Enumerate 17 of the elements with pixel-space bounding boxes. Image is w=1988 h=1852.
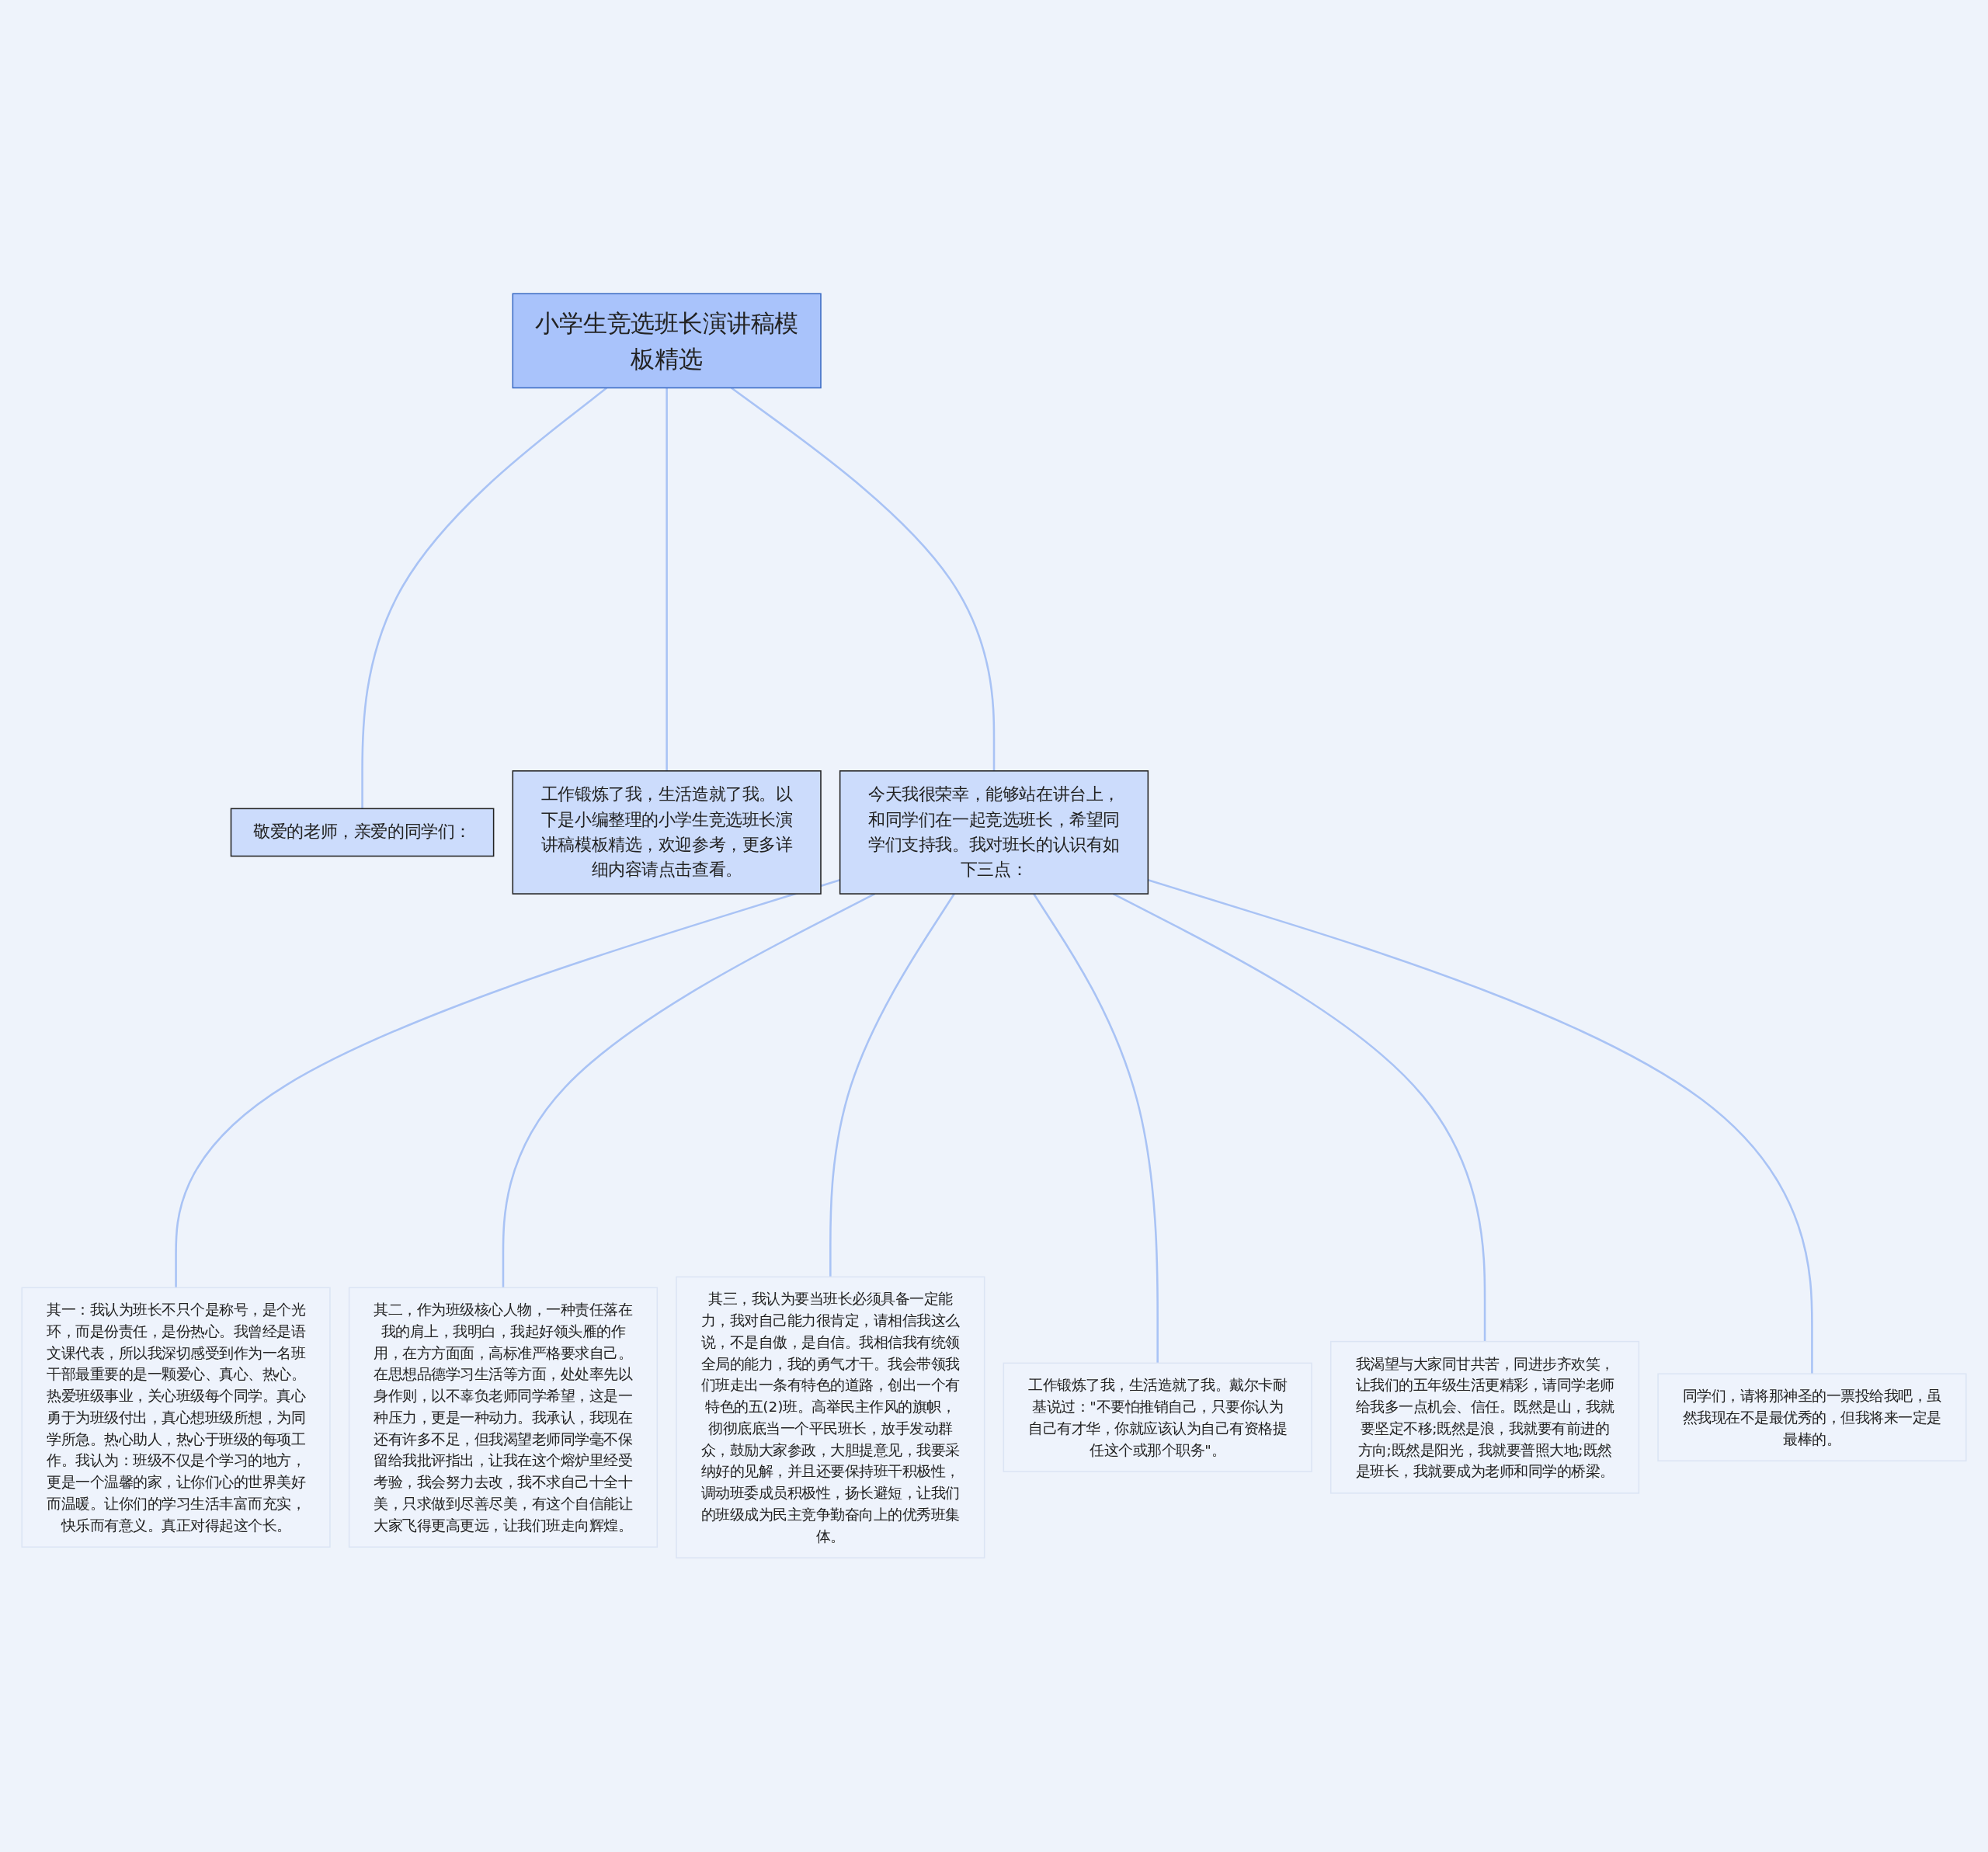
connector bbox=[666, 387, 668, 772]
node-box: 其一：我认为班长不只个是称号，是个光环，而是份责任，是份热心。我曾经是语文课代表，所以我深切感受到作为一名班干部最重要的是一颗爱心、真心、热心。热爱班级事业，关心班级每个同学。真心勇于为班级付出，真心想班级所想，为同学所急。热心助人，热心于班级的每项工作。我认为：班级不仅是个学习的地方，更是一个温馨的家，让你们心的世界美好而温暖。让你们的学习生活丰富而充实，快乐而有意义。真正对得起这个长。 bbox=[21, 1287, 331, 1548]
node-box: 同学们，请将那神圣的一票投给我吧，虽然我现在不是最优秀的，但我将来一定是最棒的。 bbox=[1657, 1373, 1967, 1462]
node-box: 我渴望与大家同甘共苦，同进步齐欢笑，让我们的五年级生活更精彩，请同学老师给我多一点机会、信任。既然是山，我就要坚定不移;既然是浪，我就要有前进的方向;既然是阳光，我就要普照大地;既然是班长，我就要成为老师和同学的桥梁。 bbox=[1329, 1341, 1640, 1494]
connector bbox=[361, 387, 608, 809]
connector bbox=[829, 893, 955, 1277]
connector bbox=[502, 893, 876, 1288]
node-box: 工作锻炼了我，生活造就了我。以下是小编整理的小学生竞选班长演讲稿模板精选，欢迎参考，更多详细内容请点击查看。 bbox=[512, 770, 822, 895]
node-box: 工作锻炼了我，生活造就了我。戴尔卡耐基说过："不要怕推销自己，只要你认为自己有才华，你就应该认为自己有资格提任这个或那个职务"。 bbox=[1003, 1362, 1312, 1473]
node-box: 今天我很荣幸，能够站在讲台上，和同学们在一起竞选班长，希望同学们支持我。我对班长的认识有如下三点： bbox=[839, 770, 1149, 895]
node-box: 小学生竞选班长演讲稿模板精选 bbox=[512, 293, 822, 389]
connector bbox=[1112, 893, 1486, 1342]
connector bbox=[1033, 893, 1159, 1364]
node-box: 其二，作为班级核心人物，一种责任落在我的肩上，我明白，我起好领头雁的作用，在方方面面，高标准严格要求自己。在思想品德学习生活等方面，处处率先以身作则，以不辜负老师同学希望，这是一种压力，更是一种动力。我承认，我现在还有许多不足，但我渴望老师同学毫不保留给我批评指出，让我在这个熔炉里经受考验，我会努力去改，我不求自己十全十美，只求做到尽善尽美，有这个自信能让大家飞得更高更远，让我们班走向辉煌。 bbox=[348, 1287, 659, 1548]
node-box: 其三，我认为要当班长必须具备一定能力，我对自己能力很肯定，请相信我这么说，不是自傲，是自信。我相信我有统领全局的能力，我的勇气才干。我会带领我们班走出一条有特色的道路，创出一个有特色的五(2)班。高举民主作风的旗帜，彻彻底底当一个平民班长，放手发动群众，鼓励大家参政，大胆提意见，我要采纳好的见解，并且还要保持班干积极性，调动班委成员积极性，扬长避短，让我们的班级成为民主竞争勤奋向上的优秀班集体。 bbox=[676, 1276, 985, 1559]
connector bbox=[731, 387, 996, 772]
node-box: 敬爱的老师，亲爱的同学们： bbox=[230, 808, 495, 857]
